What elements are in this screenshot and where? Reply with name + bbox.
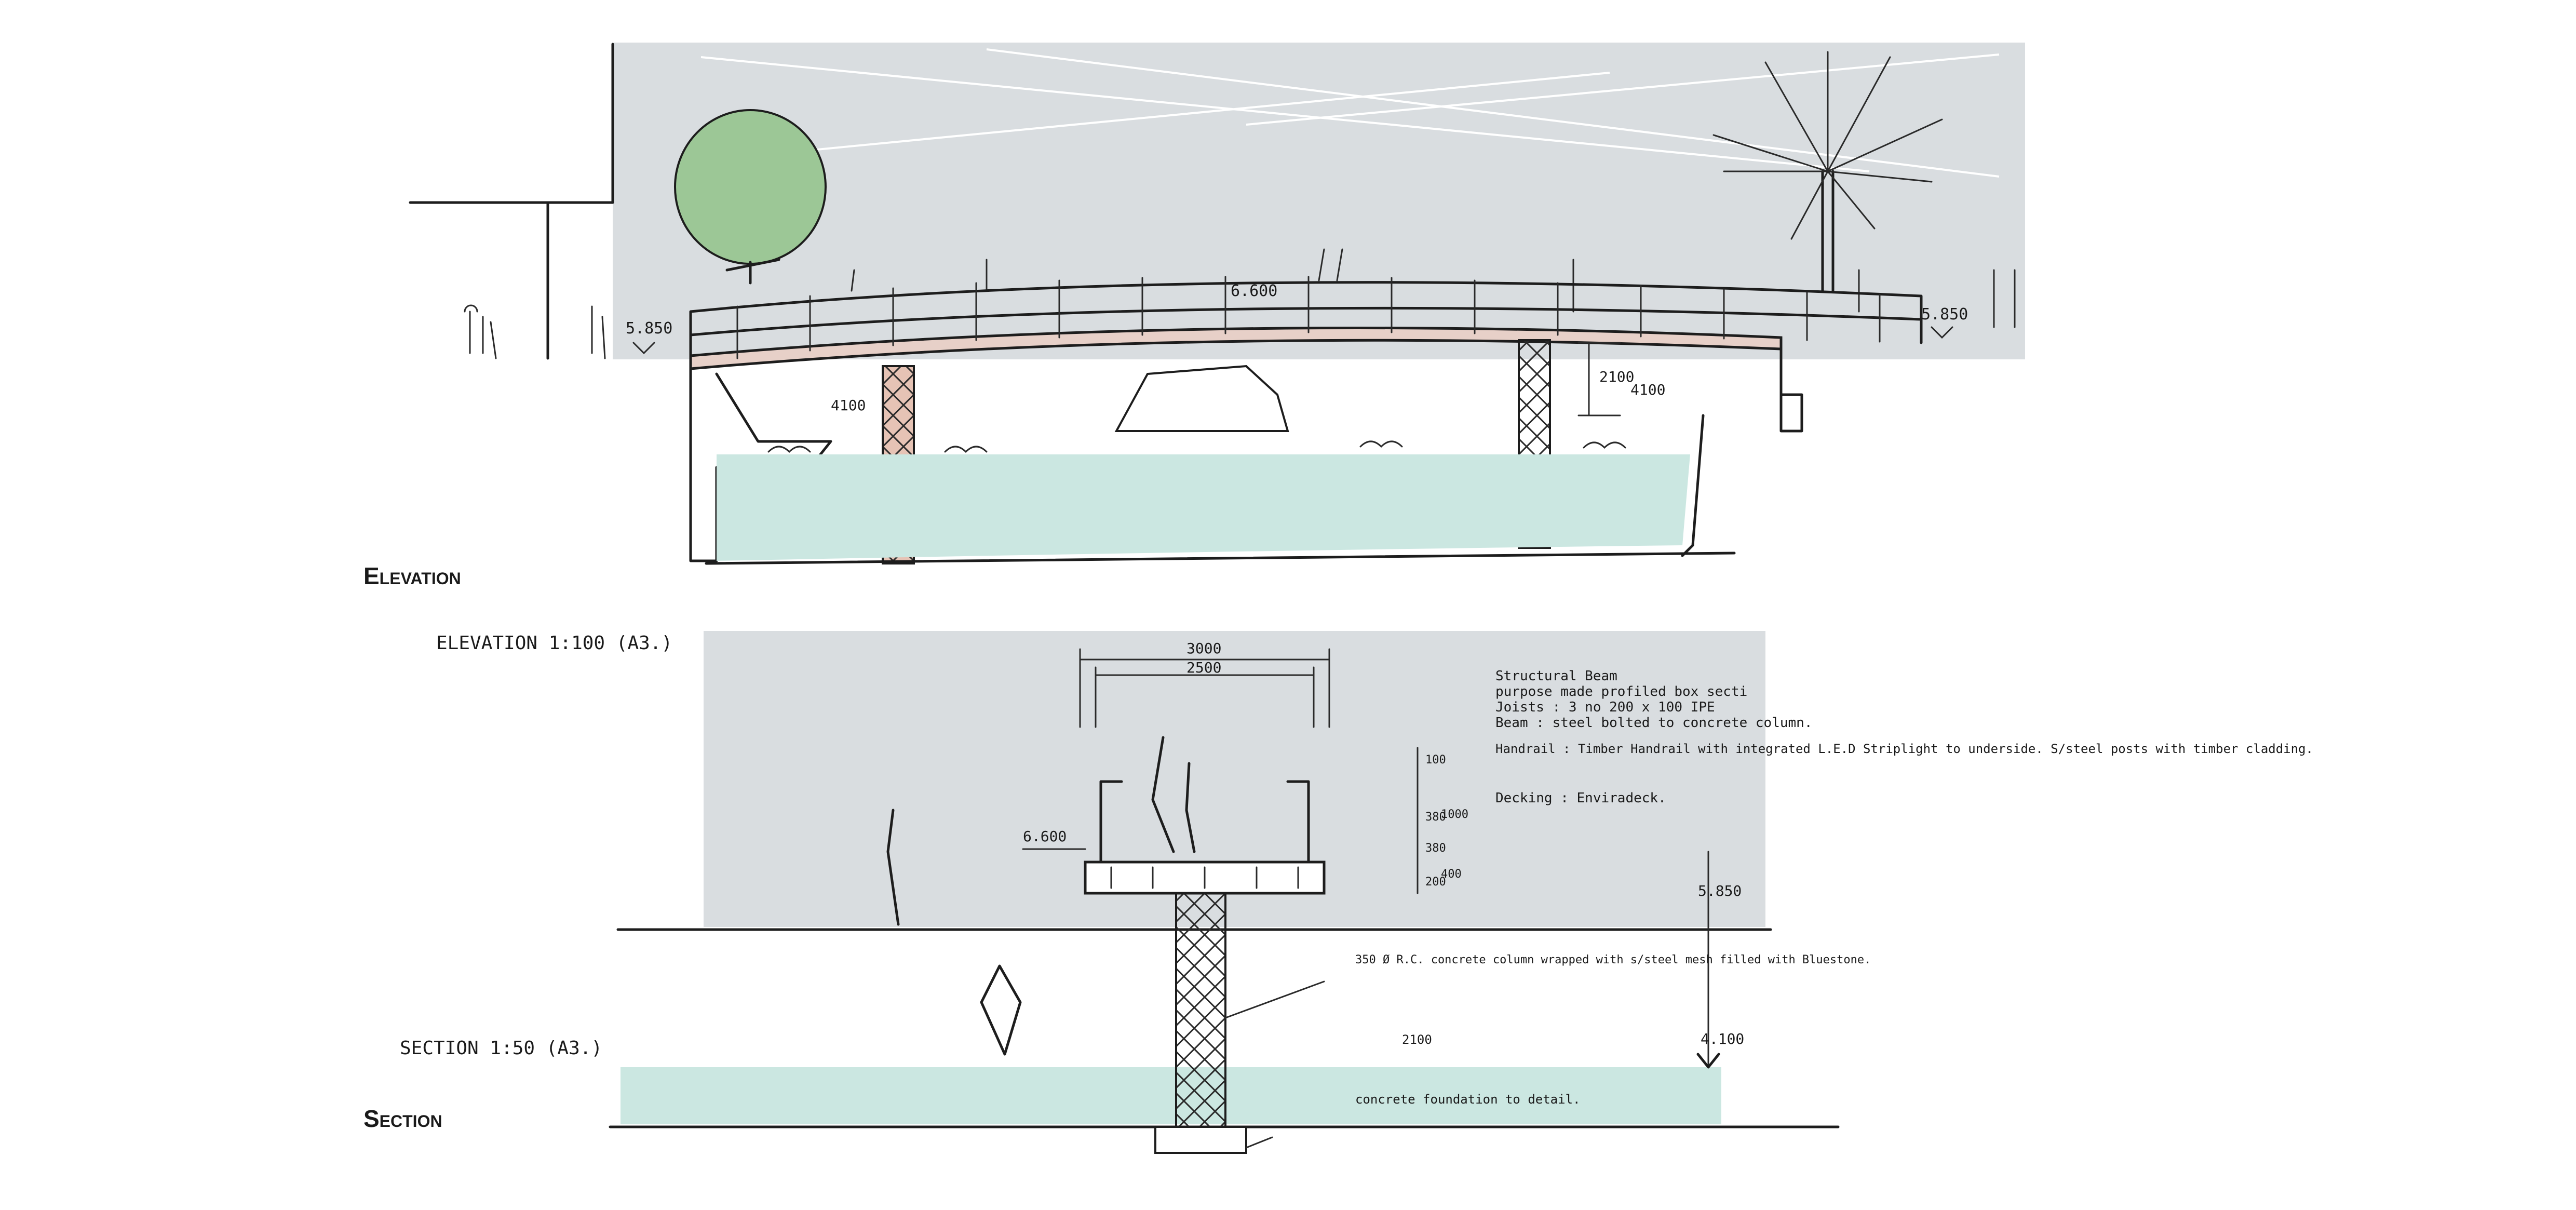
width-outer-label: 3000 [1186,640,1221,657]
boat [1114,365,1289,432]
note-structural-beam: Structural Beam [1495,668,1617,684]
section-deck-level-label: 6.600 [1023,828,1067,845]
section-people [886,736,1196,1056]
handrail-dim-6: 200 [1425,876,1446,889]
tree-canopy [674,109,827,265]
section-scale-note: SECTION 1:50 (A3.) [400,1038,602,1059]
section-deck-joists [1110,866,1299,889]
section-water [621,1067,1721,1124]
handrail-dim-5: 400 [1441,868,1462,881]
right-abutment [1681,347,1803,557]
section-foundation [1154,1126,1247,1154]
section-handrails [1099,780,1310,864]
sky-sketch-lines [700,48,2000,178]
baseline [705,552,1736,565]
elevation-sky-background [613,43,2025,359]
water-level-left-label: 4100 [831,397,866,414]
level-right-marker [1931,326,1953,339]
width-inner-label: 2500 [1186,659,1221,676]
level-left-marker [632,342,655,355]
section-water-level-marker [1696,1053,1720,1069]
palm-tree [1712,51,1943,292]
elevation-scale-note: ELEVATION 1:100 (A3.) [436,633,672,654]
section-water-level-label: 4.100 [1701,1030,1744,1047]
note-beam: Beam : steel bolted to concrete column. [1495,715,1812,731]
elevation-view: 5.850 5.850 6.600 4100 4100 2100 Elevati… [363,43,2025,654]
level-left-label: 5.850 [626,319,672,338]
note-decking: Decking : Enviradeck. [1495,790,1666,806]
column-note-leader [1224,980,1325,1019]
deck-level-label: 6.600 [1231,282,1277,300]
left-building-outline [409,43,614,360]
column-note: 350 Ø R.C. concrete column wrapped with … [1355,953,1871,966]
handrail-posts [736,276,1881,359]
elevation-heading: Elevation [363,562,461,589]
tree-trunk [725,258,780,285]
level-right-label: 5.850 [1921,305,1968,324]
note-joists: Joists : 3 no 200 x 100 IPE [1495,700,1715,715]
section-view: 3000 2500 100 380 1000 380 400 200 6.600… [363,631,2313,1154]
foundation-note-leader [1245,1136,1273,1149]
clearance-label: 2100 [1599,368,1634,385]
width-dimension-lines [1079,648,1330,728]
column-depth-label: 2100 [1402,1032,1432,1047]
section-bank-level-label: 5.850 [1698,882,1742,899]
section-heading: Section [363,1105,442,1132]
elevation-water [717,454,1690,561]
handrail-dim-2: 380 [1425,811,1446,824]
handrail-dim-3: 1000 [1441,808,1468,821]
handrail-dim-4: 380 [1425,842,1446,855]
water-level-right-label: 4100 [1630,381,1665,398]
clearance-dimension [1577,342,1621,416]
section-notes: Structural Beam purpose made profiled bo… [1495,668,2313,806]
water-ripples [767,440,1626,453]
section-column [1175,892,1226,1128]
note-handrail: Handrail : Timber Handrail with integrat… [1495,742,2313,756]
handrail-dim-1: 100 [1425,754,1446,767]
foundation-note: concrete foundation to detail. [1355,1092,1580,1107]
bridge-handrail [689,281,1923,357]
note-box-section: purpose made profiled box secti [1495,684,1747,700]
